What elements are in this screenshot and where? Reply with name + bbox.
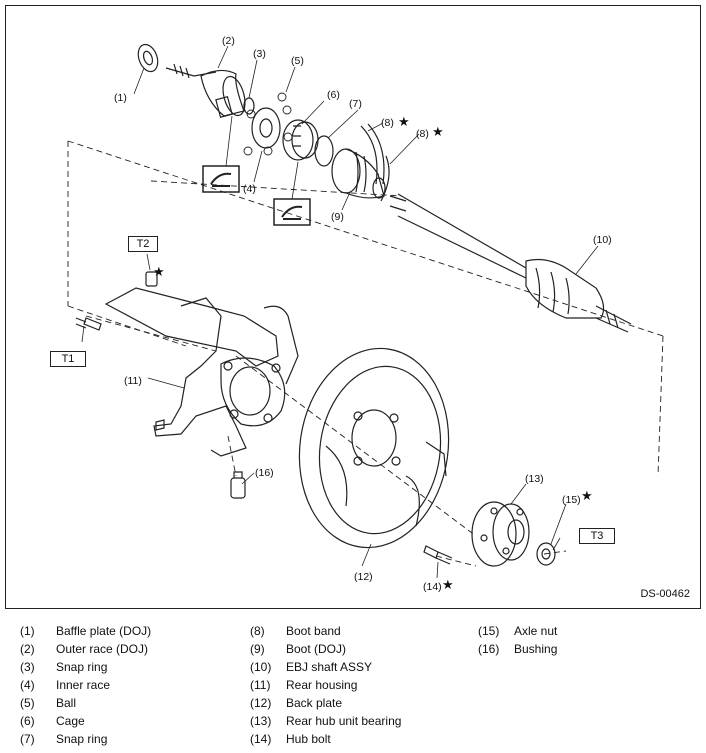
- legend-label: Boot (DOJ): [286, 642, 347, 656]
- outer-race-part: [165, 63, 246, 118]
- parts-legend: (1) Baffle plate (DOJ) (2) Outer race (DOJ…: [0, 622, 706, 753]
- snap-ring-2-part: [314, 135, 334, 167]
- callout-1: (1): [114, 92, 127, 104]
- legend-number: (15): [478, 624, 500, 638]
- legend-label: Baffle plate (DOJ): [56, 624, 152, 638]
- legend-number: (5): [20, 696, 35, 710]
- legend-label: Rear housing: [286, 678, 358, 692]
- star-mark-t2: ★: [153, 264, 165, 279]
- legend-label: Snap ring: [56, 732, 108, 746]
- legend-number: (7): [20, 732, 35, 746]
- legend-number: (8): [250, 624, 265, 638]
- legend-number: (11): [250, 678, 271, 692]
- callout-2: (2): [222, 35, 235, 47]
- grease-symbol-icon: [273, 198, 311, 226]
- callout-8b: (8): [416, 128, 429, 140]
- callout-15: (15): [562, 494, 581, 506]
- legend-label: Ball: [56, 696, 77, 710]
- callout-4: (4): [243, 183, 256, 195]
- callout-3: (3): [253, 48, 266, 60]
- legend-label: Bushing: [514, 642, 558, 656]
- legend-label: Back plate: [286, 696, 343, 710]
- exploded-view-drawing: (1) (2) (3) (5) (6) (7) (8) (8) (4) (9) …: [67, 35, 664, 593]
- legend-label: Hub bolt: [286, 732, 331, 746]
- legend-label: Inner race: [56, 678, 111, 692]
- callout-6: (6): [327, 89, 340, 101]
- ebj-shaft-part: [389, 193, 632, 333]
- bolt-part: [75, 317, 102, 331]
- legend-number: (6): [20, 714, 35, 728]
- baffle-plate-part: [137, 43, 159, 73]
- torque-code-t3: T3: [579, 528, 615, 544]
- axle-nut-part: [536, 542, 556, 566]
- star-mark-8a: ★: [398, 114, 410, 129]
- callout-12: (12): [354, 571, 373, 583]
- cage-part: [282, 119, 319, 161]
- callout-5: (5): [291, 55, 304, 67]
- callout-9: (9): [331, 211, 344, 223]
- snap-ring-part: [243, 97, 255, 115]
- torque-code-t2: T2: [128, 236, 158, 252]
- legend-number: (9): [250, 642, 265, 656]
- legend-number: (4): [20, 678, 35, 692]
- star-mark-8b: ★: [432, 124, 444, 139]
- grease-symbol-icon: [202, 165, 240, 193]
- legend-label: Cage: [56, 714, 85, 728]
- legend-number: (3): [20, 660, 35, 674]
- legend-label: Axle nut: [514, 624, 558, 638]
- legend-number: (13): [250, 714, 272, 728]
- legend-number: (16): [478, 642, 500, 656]
- boot-part: [331, 148, 386, 199]
- legend-number: (1): [20, 624, 35, 638]
- ball-parts: [243, 92, 293, 156]
- rear-hub-bearing-part: [471, 501, 530, 567]
- legend-number: (2): [20, 642, 35, 656]
- star-mark-15: ★: [581, 488, 593, 503]
- exploded-view-frame: (1) (2) (3) (5) (6) (7) (8) (8) (4) (9) …: [5, 5, 701, 609]
- self-locking-nut-part: [145, 271, 158, 287]
- drawing-code: DS-00462: [640, 588, 690, 600]
- inner-race-part: [251, 107, 281, 149]
- callout-7: (7): [349, 98, 362, 110]
- star-mark-14: ★: [442, 577, 454, 592]
- bushing-part: [230, 471, 246, 499]
- callout-11: (11): [124, 375, 142, 387]
- legend-number: (14): [250, 732, 272, 746]
- legend-label: Snap ring: [56, 660, 108, 674]
- callout-10: (10): [593, 234, 612, 246]
- callout-16: (16): [255, 467, 274, 479]
- legend-label: Outer race (DOJ): [56, 642, 149, 656]
- back-plate-part: [298, 347, 450, 549]
- assembly-axis-lines: [67, 140, 664, 567]
- torque-code-t1: T1: [50, 351, 86, 367]
- callout-14: (14): [423, 581, 442, 593]
- legend-number: (10): [250, 660, 272, 674]
- legend-label: EBJ shaft ASSY: [286, 660, 373, 674]
- legend-label: Rear hub unit bearing: [286, 714, 402, 728]
- callout-8a: (8): [381, 117, 394, 129]
- leader-lines: [81, 45, 599, 579]
- legend-number: (12): [250, 696, 272, 710]
- legend-label: Boot band: [286, 624, 341, 638]
- hub-bolt-part: [423, 545, 453, 565]
- rear-housing-part: [104, 287, 299, 457]
- callout-13: (13): [525, 473, 544, 485]
